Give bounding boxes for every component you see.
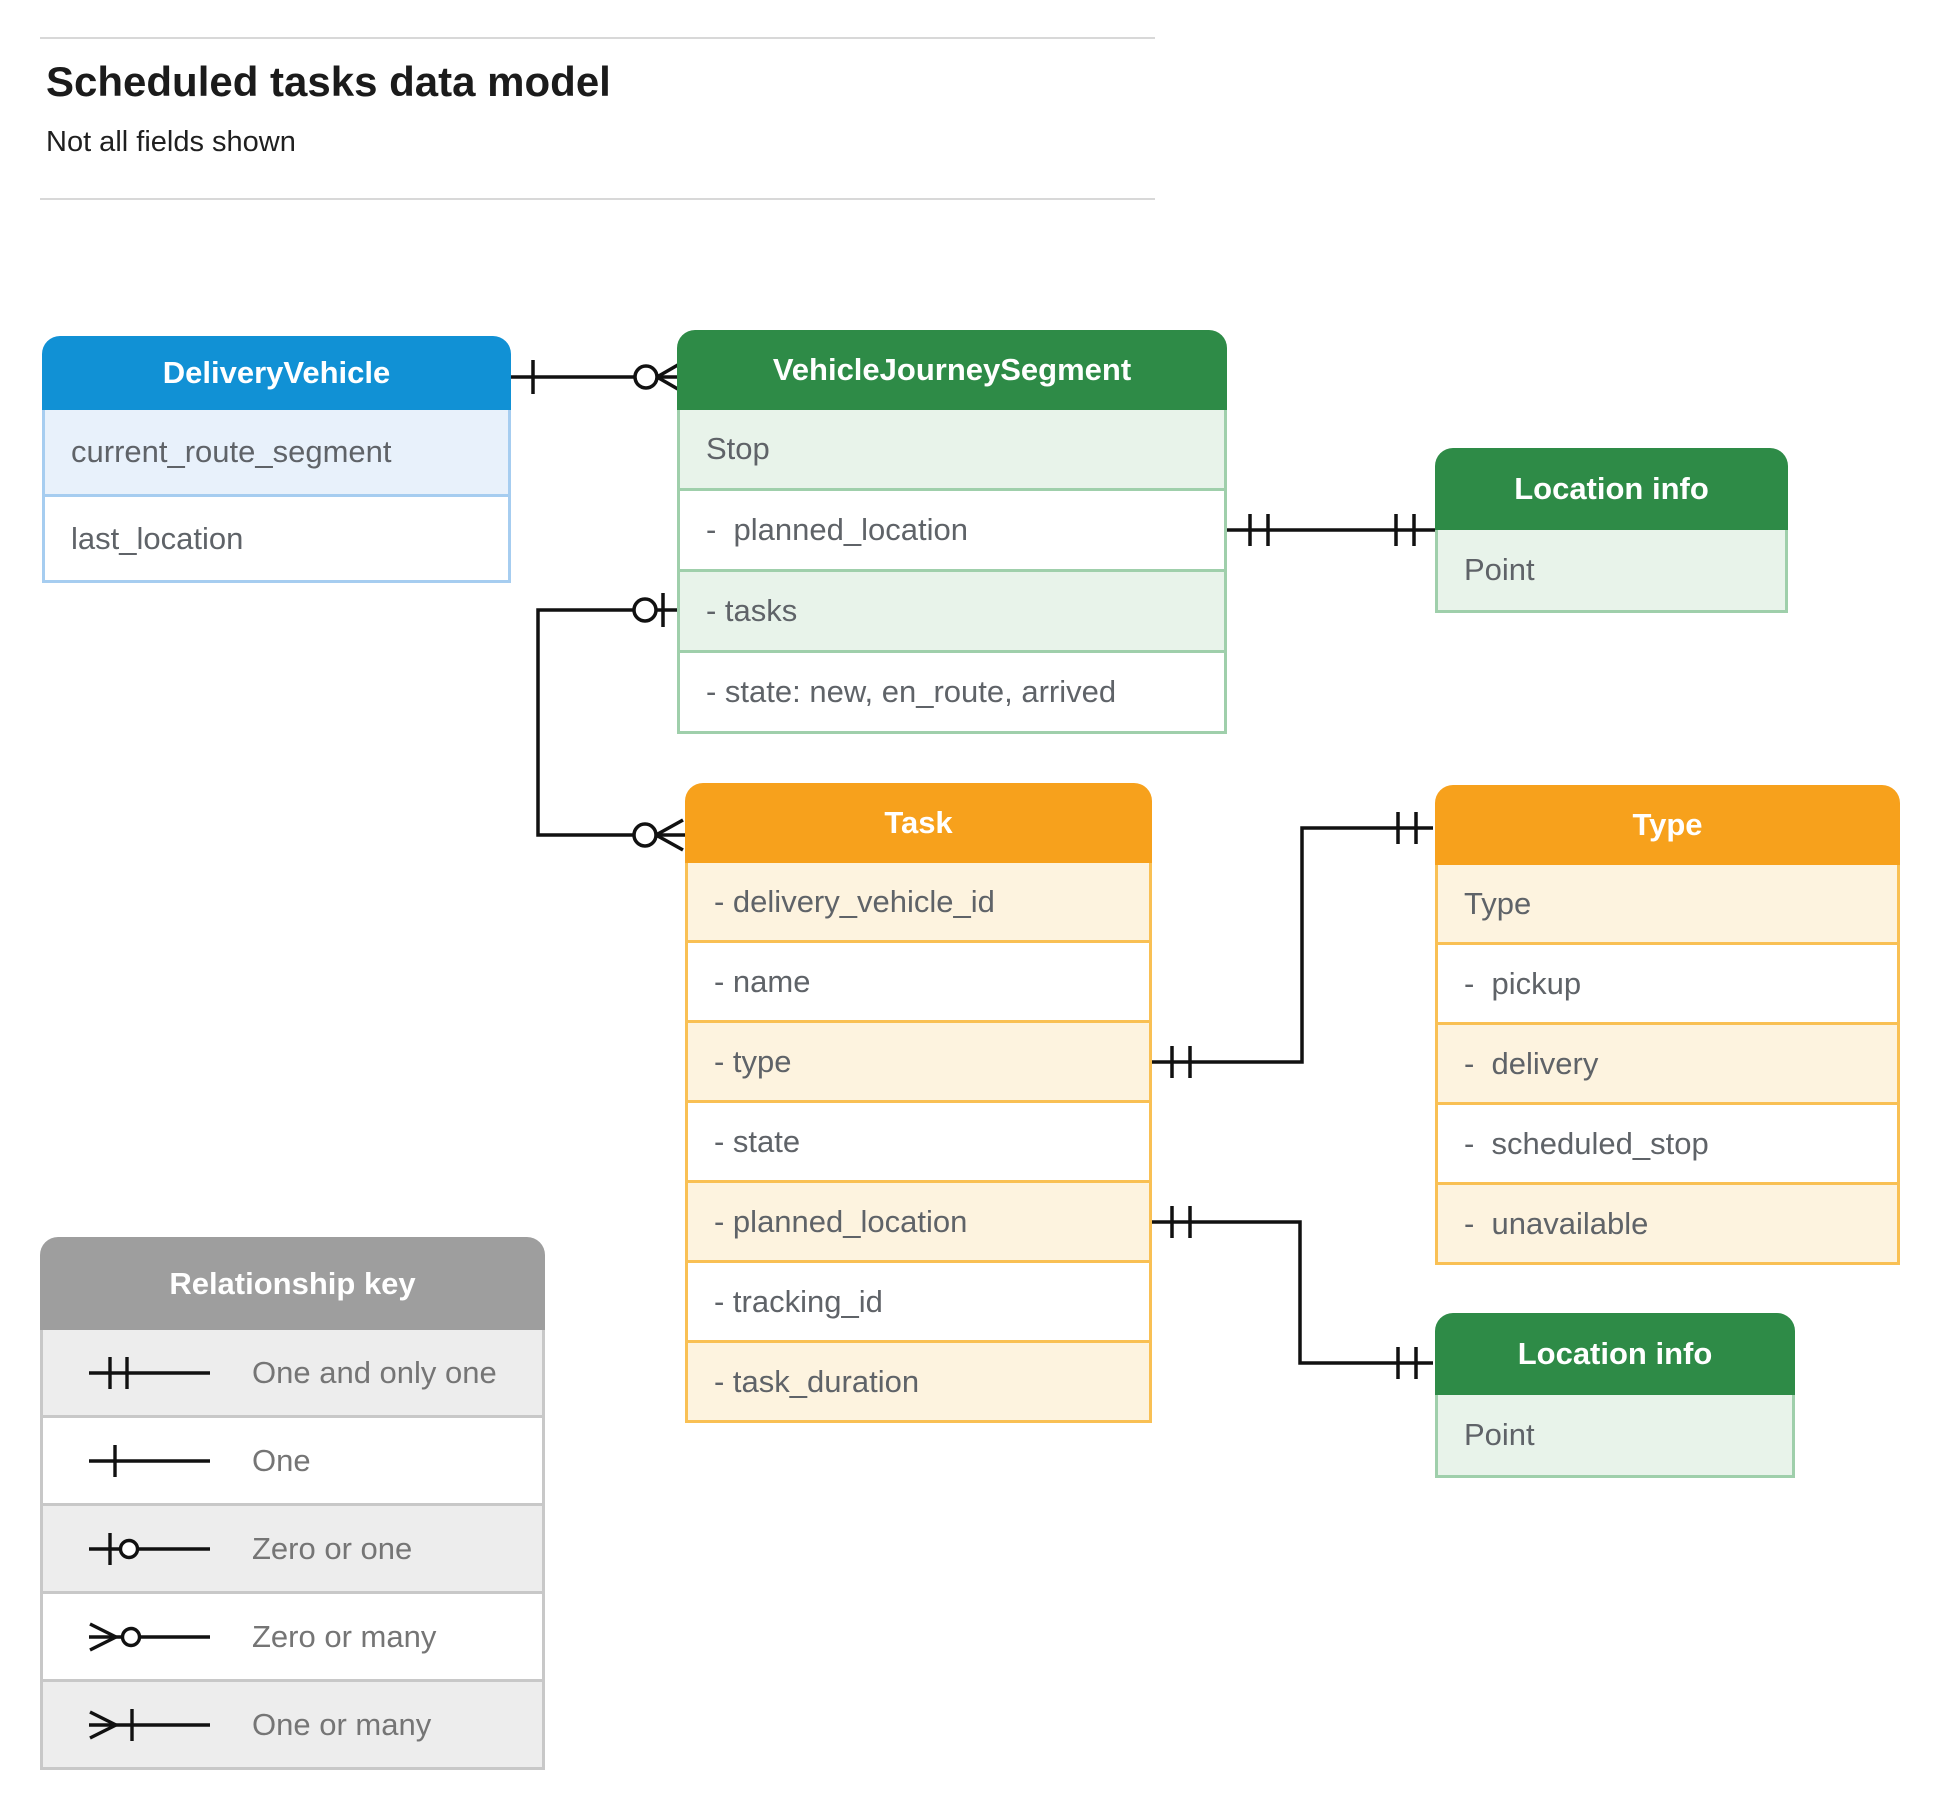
- entity-delivery-vehicle-title: DeliveryVehicle: [42, 336, 511, 410]
- legend-item-one-and-only-one: One and only one: [40, 1330, 545, 1418]
- field-delivery: - delivery: [1435, 1025, 1900, 1105]
- field-task-planned-location: - planned_location: [685, 1183, 1152, 1263]
- zero-or-one-icon: [89, 1532, 210, 1565]
- page-subtitle: Not all fields shown: [46, 126, 296, 158]
- connector-task-type: [1152, 812, 1433, 1078]
- field-unavailable: - unavailable: [1435, 1185, 1900, 1265]
- field-point-top: Point: [1435, 530, 1788, 613]
- legend-item-one-or-many: One or many: [40, 1682, 545, 1770]
- field-delivery-vehicle-id: - delivery_vehicle_id: [685, 863, 1152, 943]
- one-or-many-icon: [89, 1708, 210, 1741]
- field-stop: Stop: [677, 410, 1227, 491]
- field-task-duration: - task_duration: [685, 1343, 1152, 1423]
- page-title: Scheduled tasks data model: [46, 58, 611, 105]
- field-tasks: - tasks: [677, 572, 1227, 653]
- relationship-key: Relationship key One and only one One Ze: [40, 1237, 545, 1770]
- zero-or-many-icon: [89, 1621, 210, 1652]
- field-planned-location: - planned_location: [677, 491, 1227, 572]
- entity-location-info-top: Location info Point: [1435, 448, 1788, 613]
- entity-location-info-bottom-title: Location info: [1435, 1313, 1795, 1395]
- field-pickup: - pickup: [1435, 945, 1900, 1025]
- entity-vehicle-journey-segment: VehicleJourneySegment Stop - planned_loc…: [677, 330, 1227, 734]
- entity-task-title: Task: [685, 783, 1152, 863]
- connector-vehiclejourneysegment-locationinfo: [1227, 514, 1435, 546]
- field-type: - type: [685, 1023, 1152, 1103]
- one-and-only-one-icon: [89, 1356, 210, 1389]
- legend-label: One or many: [252, 1706, 432, 1742]
- legend-label: Zero or one: [252, 1530, 413, 1566]
- entity-type-title: Type: [1435, 785, 1900, 865]
- entity-vehicle-journey-segment-title: VehicleJourneySegment: [677, 330, 1227, 410]
- connector-task-locationinfo: [1152, 1206, 1433, 1379]
- legend-label: One: [252, 1442, 311, 1478]
- field-name: - name: [685, 943, 1152, 1023]
- entity-delivery-vehicle: DeliveryVehicle current_route_segment la…: [42, 336, 511, 583]
- subtitle-divider: [40, 198, 1155, 200]
- entity-type: Type Type - pickup - delivery - schedule…: [1435, 785, 1900, 1265]
- legend-item-zero-or-one: Zero or one: [40, 1506, 545, 1594]
- field-type-name: Type: [1435, 865, 1900, 945]
- entity-location-info-top-title: Location info: [1435, 448, 1788, 530]
- legend-label: One and only one: [252, 1354, 497, 1390]
- top-divider: [40, 37, 1155, 39]
- connector-vehiclejourneysegment-task: [536, 593, 685, 852]
- connector-deliveryvehicle-vehiclejourneysegment: [511, 360, 684, 394]
- field-current-route-segment: current_route_segment: [42, 410, 511, 497]
- field-scheduled-stop: - scheduled_stop: [1435, 1105, 1900, 1185]
- entity-location-info-bottom: Location info Point: [1435, 1313, 1795, 1478]
- legend-item-one: One: [40, 1418, 545, 1506]
- legend-item-zero-or-many: Zero or many: [40, 1594, 545, 1682]
- field-point-bottom: Point: [1435, 1395, 1795, 1478]
- one-icon: [89, 1444, 210, 1477]
- field-state: - state: new, en_route, arrived: [677, 653, 1227, 734]
- field-last-location: last_location: [42, 497, 511, 583]
- legend-label: Zero or many: [252, 1618, 437, 1654]
- field-task-state: - state: [685, 1103, 1152, 1183]
- relationship-key-title: Relationship key: [40, 1237, 545, 1330]
- field-tracking-id: - tracking_id: [685, 1263, 1152, 1343]
- entity-task: Task - delivery_vehicle_id - name - type…: [685, 783, 1152, 1423]
